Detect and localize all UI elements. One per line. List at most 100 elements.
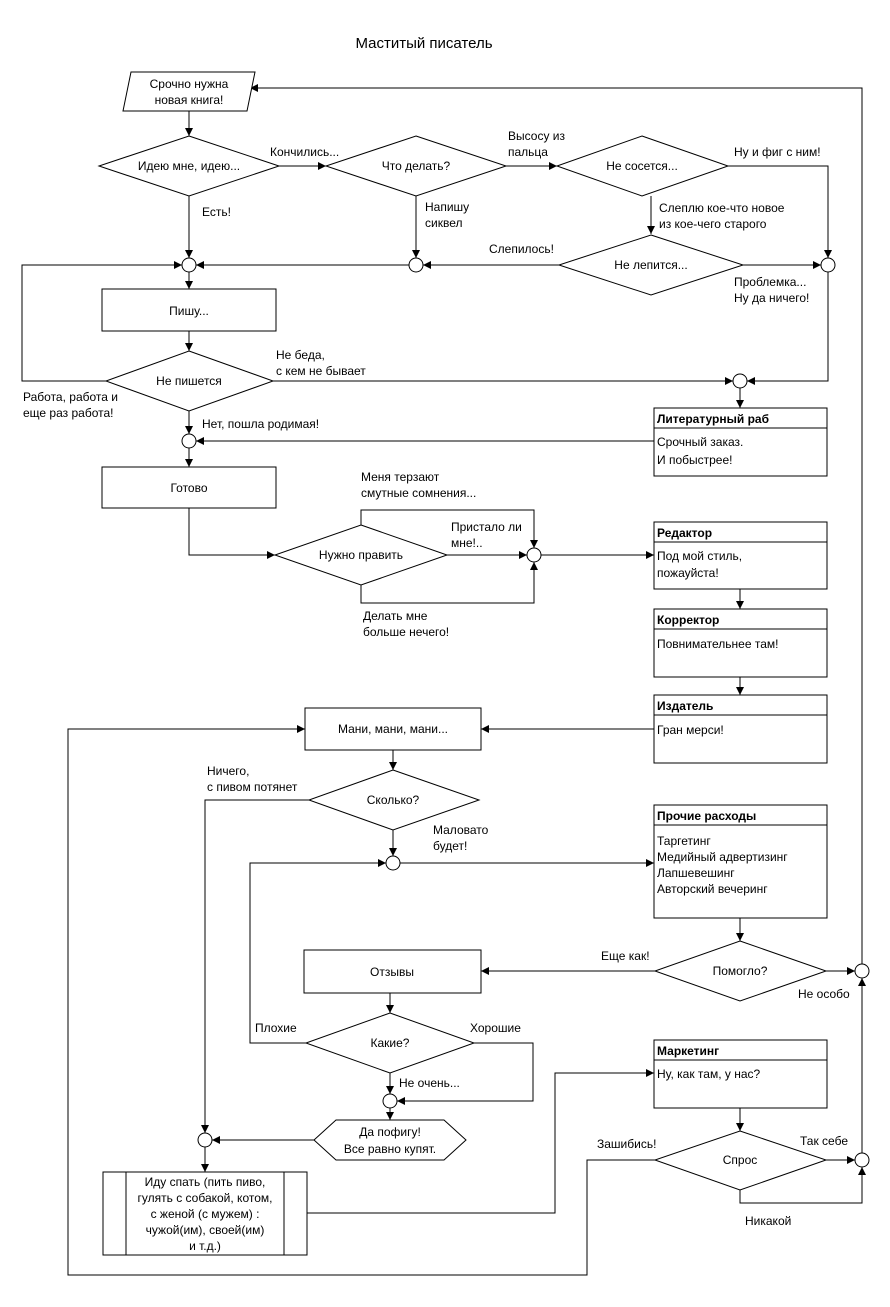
label-problem-1: Проблемка...	[734, 275, 806, 289]
svg-text:Редактор: Редактор	[657, 526, 712, 540]
decision-not-sucking: Не сосется...	[555, 135, 730, 197]
svg-text:Все равно купят.: Все равно купят.	[344, 1142, 436, 1156]
svg-text:и т.д.): и т.д.)	[189, 1239, 221, 1253]
svg-text:Идею мне, идею...: Идею мне, идею...	[138, 159, 240, 173]
label-none: Никакой	[745, 1214, 791, 1228]
svg-text:Не сосется...: Не сосется...	[606, 159, 678, 173]
svg-text:Таргетинг: Таргетинг	[657, 834, 711, 848]
label-doubts-2: смутные сомнения...	[361, 486, 476, 500]
label-and-how: Еще как!	[601, 949, 650, 963]
svg-text:Ну, как там, у нас?: Ну, как там, у нас?	[657, 1067, 760, 1081]
svg-text:Отзывы: Отзывы	[370, 965, 414, 979]
svg-text:Не лепится...: Не лепится...	[614, 258, 687, 272]
label-no-it-went: Нет, пошла родимая!	[202, 417, 319, 431]
label-bad: Плохие	[255, 1021, 297, 1035]
svg-text:Авторский вечеринг: Авторский вечеринг	[657, 882, 768, 896]
svg-text:чужой(им), своей(им): чужой(им), своей(им)	[146, 1223, 265, 1237]
label-doubts-1: Меня терзают	[361, 470, 440, 484]
label-nothing-to-do-1: Делать мне	[363, 609, 428, 623]
svg-text:Маркетинг: Маркетинг	[657, 1044, 719, 1058]
svg-text:Помогло?: Помогло?	[713, 964, 768, 978]
label-nothing-to-do-2: больше нечего!	[363, 625, 449, 639]
label-fitting-1: Пристало ли	[451, 520, 522, 534]
label-problem-2: Ну да ничего!	[734, 291, 809, 305]
svg-text:Корректор: Корректор	[657, 613, 719, 627]
decision-helped: Помогло?	[653, 940, 828, 1002]
label-work-work-1: Работа, работа и	[23, 390, 118, 404]
label-nothing-beer-2: с пивом потянет	[207, 780, 298, 794]
label-write-sequel-1: Напишу	[425, 200, 469, 214]
label-nothing-beer-1: Ничего,	[207, 764, 249, 778]
label-blind-new-1: Слеплю кое-что новое	[659, 201, 785, 215]
panel-publisher: Издатель Гран мерси!	[653, 694, 828, 764]
label-not-really: Не особо	[798, 987, 850, 1001]
label-so-so: Так себе	[800, 1134, 848, 1148]
junctions	[181, 257, 870, 1168]
svg-text:Сколько?: Сколько?	[367, 793, 420, 807]
label-stuck-together: Слепилось!	[489, 242, 554, 256]
label-fitting-2: мне!..	[451, 536, 483, 550]
svg-text:Иду спать (пить пиво,: Иду спать (пить пиво,	[145, 1175, 266, 1189]
label-suck-finger-2: пальца	[508, 145, 548, 159]
label-too-little-2: будет!	[433, 839, 467, 853]
process-writing: Пишу...	[101, 288, 277, 332]
svg-text:Литературный раб: Литературный раб	[657, 412, 769, 426]
label-too-little-1: Маловато	[433, 823, 489, 837]
label-suck-finger-1: Высосу из	[508, 129, 565, 143]
label-yes: Есть!	[202, 205, 231, 219]
svg-text:И побыстрее!: И побыстрее!	[657, 453, 732, 467]
decision-which: Какие?	[304, 1012, 476, 1074]
decision-what-to-do: Что делать?	[324, 135, 508, 197]
svg-text:Не пишется: Не пишется	[156, 374, 222, 388]
svg-text:новая книга!: новая книга!	[155, 93, 224, 107]
svg-text:пожауйста!: пожауйста!	[657, 566, 719, 580]
svg-text:Да пофигу!: Да пофигу!	[359, 1125, 421, 1139]
process-money: Мани, мани, мани...	[304, 707, 482, 751]
label-not-very: Не очень...	[399, 1076, 460, 1090]
label-awesome: Зашибись!	[597, 1137, 656, 1151]
svg-text:Срочно нужна: Срочно нужна	[150, 77, 229, 91]
svg-text:Какие?: Какие?	[371, 1036, 410, 1050]
svg-text:Что делать?: Что делать?	[382, 159, 451, 173]
svg-text:Мани, мани, мани...: Мани, мани, мани...	[338, 722, 448, 736]
connectors	[21, 84, 866, 1276]
process-ready: Готово	[101, 466, 277, 509]
svg-text:Медийный адвертизинг: Медийный адвертизинг	[657, 850, 788, 864]
label-good: Хорошие	[470, 1021, 521, 1035]
label-no-worries-1: Не беда,	[276, 348, 325, 362]
svg-text:Пишу...: Пишу...	[169, 304, 209, 318]
decision-need-edit: Нужно править	[273, 524, 449, 586]
panel-proofreader: Корректор Повнимательнее там!	[653, 608, 828, 678]
panel-editor: Редактор Под мой стиль, пожауйста!	[653, 521, 828, 590]
svg-text:Спрос: Спрос	[723, 1153, 758, 1167]
decision-not-sticking: Не лепится...	[557, 234, 745, 296]
panel-marketing: Маркетинг Ну, как там, у нас?	[653, 1039, 828, 1109]
svg-text:гулять с собакой, котом,: гулять с собакой, котом,	[138, 1191, 273, 1205]
svg-text:Под мой стиль,: Под мой стиль,	[657, 549, 742, 563]
panel-lit-slave: Литературный раб Срочный заказ. И побыст…	[653, 407, 828, 477]
process-sleep: Иду спать (пить пиво, гулять с собакой, …	[102, 1171, 308, 1256]
process-reviews: Отзывы	[303, 949, 482, 994]
label-write-sequel-2: сиквел	[425, 216, 462, 230]
label-ran-out: Кончились...	[270, 145, 339, 159]
decision-demand: Спрос	[653, 1130, 828, 1191]
decision-idea: Идею мне, идею...	[97, 135, 281, 197]
edge-labels: Кончились... Есть! Высосу из пальца Ну и…	[23, 129, 850, 1228]
node-start: Срочно нужна новая книга!	[122, 71, 256, 112]
label-blind-new-2: из кое-чего старого	[659, 217, 767, 231]
svg-text:Лапшевешинг: Лапшевешинг	[657, 866, 735, 880]
svg-text:Срочный заказ.: Срочный заказ.	[657, 435, 743, 449]
svg-text:Готово: Готово	[170, 481, 207, 495]
svg-text:Гран мерси!: Гран мерси!	[657, 723, 724, 737]
decision-how-much: Сколько?	[307, 769, 481, 831]
label-work-work-2: еще раз работа!	[23, 406, 113, 420]
svg-text:Нужно править: Нужно править	[319, 548, 403, 562]
svg-text:Прочие расходы: Прочие расходы	[657, 809, 756, 823]
svg-text:Повнимательнее там!: Повнимательнее там!	[657, 637, 778, 651]
panel-other-costs: Прочие расходы Таргетинг Медийный адверт…	[653, 804, 828, 919]
label-whatever-with-it: Ну и фиг с ним!	[734, 145, 821, 159]
decision-not-writing: Не пишется	[104, 350, 275, 412]
svg-text:Издатель: Издатель	[657, 699, 713, 713]
page-title: Маститый писатель	[355, 35, 492, 52]
